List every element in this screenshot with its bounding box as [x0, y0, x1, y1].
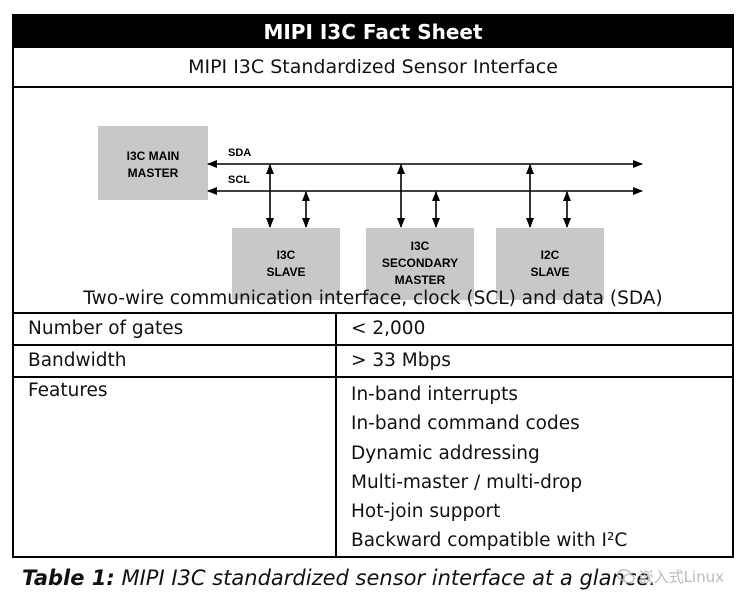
i3c-slave-label-line1: I3C — [277, 248, 296, 262]
table-row-features: Features In-band interrupts In-band comm… — [14, 377, 732, 556]
secondary-label-line1: I3C — [411, 239, 430, 253]
i2c-slave-label-line1: I2C — [541, 248, 560, 262]
features-list: In-band interrupts In-band command codes… — [336, 377, 732, 556]
wechat-icon — [616, 569, 635, 584]
i2c-slave-box — [496, 228, 604, 300]
feature-item: Dynamic addressing — [351, 442, 540, 464]
feature-item: Hot-join support — [351, 501, 501, 523]
i2c-slave-label-line2: SLAVE — [530, 265, 569, 279]
feature-item: In-band interrupts — [351, 384, 519, 405]
sheet-title: MIPI I3C Fact Sheet — [14, 16, 732, 48]
scl-label: SCL — [228, 174, 250, 186]
bus-diagram-svg: I3C MAIN MASTER SDA SCL I3C SLAVE I3C SE… — [98, 126, 643, 300]
facts-table: Number of gates < 2,000 Bandwidth > 33 M… — [14, 314, 732, 556]
secondary-label-line2: SECONDARY — [382, 256, 458, 270]
table-row: Bandwidth > 33 Mbps — [14, 345, 732, 378]
table-caption: Table 1: MIPI I3C standardized sensor in… — [22, 566, 656, 590]
master-label-line1: I3C MAIN — [127, 149, 180, 163]
bus-diagram: I3C MAIN MASTER SDA SCL I3C SLAVE I3C SE… — [14, 88, 732, 314]
i3c-slave-box — [232, 228, 340, 300]
table-caption-text: MIPI I3C standardized sensor interface a… — [114, 566, 656, 590]
master-label-line2: MASTER — [128, 166, 179, 180]
feature-item: In-band command codes — [351, 413, 580, 435]
features-key: Features — [14, 377, 337, 556]
diagram-caption: Two-wire communication interface, clock … — [83, 288, 663, 309]
watermark-text: 嵌入式Linux — [638, 568, 724, 586]
row-value: > 33 Mbps — [336, 345, 732, 378]
i3c-slave-label-line2: SLAVE — [266, 265, 305, 279]
row-value: < 2,000 — [336, 314, 732, 346]
secondary-label-line3: MASTER — [395, 273, 446, 287]
watermark: 嵌入式Linux — [616, 566, 724, 587]
secondary-master-box — [366, 228, 474, 300]
feature-item: Multi-master / multi-drop — [351, 471, 583, 493]
row-key: Bandwidth — [14, 345, 337, 378]
sda-label: SDA — [228, 147, 251, 159]
fact-sheet: MIPI I3C Fact Sheet MIPI I3C Standardize… — [12, 14, 734, 558]
row-key: Number of gates — [14, 314, 337, 346]
feature-item: Backward compatible with I²C — [351, 530, 628, 552]
table-row: Number of gates < 2,000 — [14, 314, 732, 346]
table-caption-label: Table 1: — [22, 566, 115, 590]
sheet-subtitle: MIPI I3C Standardized Sensor Interface — [14, 48, 732, 88]
master-box — [98, 126, 208, 200]
